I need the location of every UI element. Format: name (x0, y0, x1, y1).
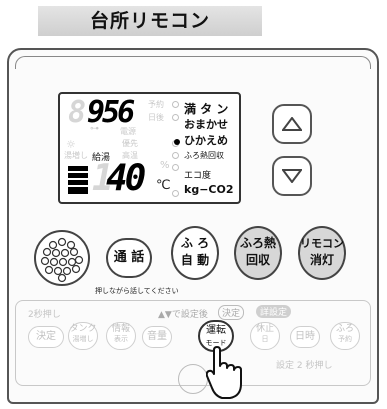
up-arrow-button[interactable] (272, 104, 312, 144)
indicator-dot-days (172, 114, 179, 121)
detail-settings-hold-label: 設定 2 秒押し (276, 361, 333, 371)
operation-mode-button[interactable]: 運転 モード (198, 320, 234, 352)
label-priority: 優先 (122, 139, 138, 148)
label-tank-boost: 湯増し (64, 151, 88, 160)
pause-day-button[interactable]: 休止 日 (250, 322, 280, 350)
percent-unit: % (160, 160, 170, 171)
page-title: 台所リモコン (89, 10, 210, 32)
panel-top-edge (15, 56, 371, 69)
menu-conservative: ひかえめ (184, 134, 228, 147)
level-bars-icon (68, 166, 88, 194)
operation-mode-sub: モード (205, 339, 227, 347)
bath-auto-button[interactable]: ふ ろ 自 動 (171, 226, 219, 280)
remote-light-off-label-2: 消灯 (309, 253, 334, 267)
datetime-button[interactable]: 日時 (290, 326, 320, 348)
talk-button-label: 通 話 (113, 250, 145, 265)
bottom-sensor-circle (178, 364, 208, 394)
datetime-button-label: 日時 (295, 331, 315, 342)
up-arrow-icon (282, 117, 302, 131)
label-days-later: 日後 (148, 113, 164, 122)
bath-reserve-button[interactable]: ふろ 予約 (330, 322, 360, 350)
temp-unit: ℃ (156, 178, 171, 193)
label-hot-water: 給湯 (92, 153, 111, 163)
title-bar: 台所リモコン (38, 6, 262, 36)
indicator-dot-reserve (172, 101, 179, 108)
label-reserve: 予約 (148, 100, 164, 109)
remote-light-off-label-1: リモコン (300, 237, 344, 250)
label-high-temp: 高温 (122, 151, 138, 160)
settings-instruction: ▲▼で設定後 (158, 310, 208, 320)
indicator-dot-hightemp (172, 152, 179, 159)
temp-value: 40 (106, 158, 146, 199)
label-power: 電源 (120, 127, 136, 136)
time-ghost-digit: 8 (68, 95, 87, 130)
info-display-label: 情報 (111, 324, 130, 334)
temp-ghost-digit: 1 (92, 158, 114, 199)
info-eco-level: エコ度 (184, 171, 212, 181)
bath-reserve-label: ふろ (335, 324, 354, 334)
volume-button-label: 音量 (147, 331, 167, 342)
info-display-button[interactable]: 情報 表示 (106, 322, 136, 350)
bath-auto-label-1: ふ ろ (180, 236, 210, 250)
time-value: 956 (87, 95, 135, 130)
indicator-dot-selected-mode (174, 139, 180, 145)
tank-boost-label: タンク (69, 324, 97, 334)
pause-day-label: 休止 (255, 324, 274, 334)
remote-light-off-button[interactable]: リモコン 消灯 (298, 226, 346, 280)
press-hold-note: 押しながら話してください (95, 287, 179, 295)
lcd-display: 8 956 予約 日後 ☼ ⊶ 優先 給湯 高温 湯増し 電源 1 40 ℃ %… (58, 92, 241, 204)
bath-reserve-sub: 予約 (338, 335, 352, 343)
bath-heat-recovery-label-2: 回収 (245, 253, 270, 267)
volume-button[interactable]: 音量 (142, 326, 172, 348)
key-icon: ⊶ (90, 124, 99, 134)
confirm-button[interactable]: 決定 (28, 326, 64, 348)
hold-2sec-label: 2秒押し (28, 310, 61, 320)
confirm-badge: 決定 (218, 305, 245, 320)
indicator-dot-percent (172, 164, 179, 171)
bath-auto-label-2: 自 動 (180, 253, 210, 267)
down-arrow-icon (282, 169, 302, 183)
info-display-sub: 表示 (114, 335, 128, 343)
info-bath-heat-recovery: ふろ熱回収 (184, 151, 224, 160)
pointing-hand-icon (206, 346, 242, 399)
detail-settings-badge: 詳設定 (256, 305, 292, 318)
tank-boost-button[interactable]: タンク 湯増し (68, 322, 98, 350)
grille-holes-icon (40, 237, 84, 283)
bath-heat-recovery-button[interactable]: ふろ熱 回収 (234, 226, 282, 280)
info-co2-unit: kg−CO2 (184, 183, 234, 196)
confirm-button-label: 決定 (36, 331, 56, 342)
menu-full-tank: 満 タ ン (184, 102, 229, 116)
sun-icon: ☼ (66, 138, 76, 151)
operation-mode-label: 運転 (206, 325, 226, 336)
tank-boost-sub: 湯増し (72, 335, 94, 343)
bath-heat-recovery-label-1: ふろ熱 (239, 236, 276, 250)
indicator-dot-temp (172, 190, 179, 197)
menu-auto: おまかせ (184, 118, 228, 131)
down-arrow-button[interactable] (272, 156, 312, 196)
speaker-grille (34, 230, 90, 286)
pause-day-sub: 日 (261, 335, 269, 343)
talk-button[interactable]: 通 話 (106, 238, 152, 278)
